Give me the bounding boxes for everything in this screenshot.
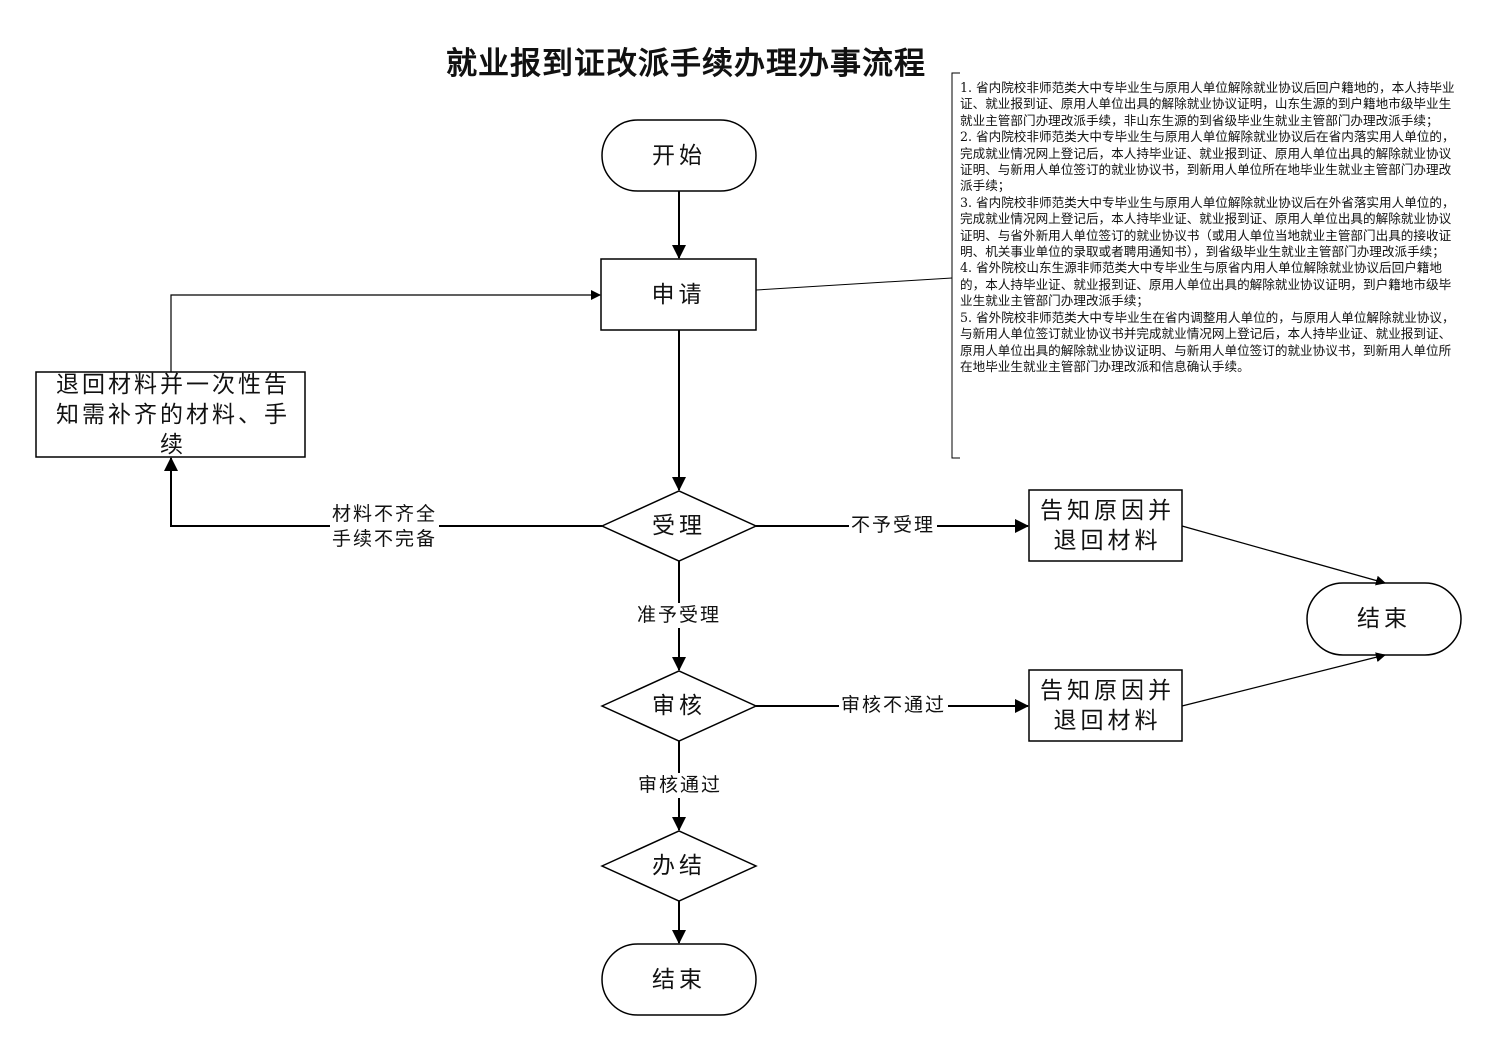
reject-notice-label-2: 告知原因并退回材料 (1040, 677, 1175, 734)
reject-notice-box-1 (1028, 489, 1183, 562)
note-item: 1. 省内院校非师范类大中专毕业生与原用人单位解除就业协议后回户籍地的，本人持毕… (960, 80, 1455, 128)
edge-label-review-passed: 审核通过 (636, 773, 725, 798)
edge-label-not-accepted: 不予受理 (849, 513, 938, 538)
annotation-notes: 1. 省内院校非师范类大中专毕业生与原用人单位解除就业协议后回户籍地的，本人持毕… (960, 80, 1458, 375)
edge-accept-to-return (164, 457, 602, 527)
accept-label: 受理 (652, 513, 706, 539)
annotation-bracket (951, 72, 960, 459)
annotation-leader-line (755, 277, 953, 291)
note-item: 4. 省外院校山东生源非师范类大中专毕业生与原省内用人单位解除就业协议后回户籍地… (960, 260, 1452, 309)
complete-label: 办结 (652, 853, 706, 879)
note-item: 2. 省内院校非师范类大中专毕业生与原用人单位解除就业协议后在省内落实用人单位的… (960, 129, 1455, 194)
complete-decision (600, 830, 758, 902)
start-label: 开始 (652, 142, 706, 169)
edge-label-incomplete-line1: 材料不齐全 (332, 503, 438, 525)
reject-notice-label-1: 告知原因并退回材料 (1040, 497, 1175, 554)
reject-notice-box-2 (1028, 669, 1183, 742)
end-right-label: 结束 (1357, 606, 1411, 632)
edge-reject2-to-end (1181, 652, 1386, 707)
return-materials-label: 退回材料并一次性告知需补齐的材料、手续 (56, 371, 290, 458)
edge-return-to-apply (170, 290, 601, 372)
page-title: 就业报到证改派手续办理办事流程 (446, 46, 926, 82)
edge-label-incomplete-line2: 手续不完备 (332, 528, 438, 550)
apply-process-box (600, 258, 757, 331)
end-terminal-bottom (601, 943, 757, 1016)
end-bottom-label: 结束 (652, 966, 706, 993)
note-item: 5. 省外院校非师范类大中专毕业生在省内调整用人单位的，与原用人单位解除就业协议… (960, 309, 1455, 374)
edge-label-review-failed: 审核不通过 (839, 693, 949, 718)
edge-label-accepted: 准予受理 (635, 603, 724, 628)
edge-label-incomplete: 材料不齐全 手续不完备 (330, 502, 440, 552)
apply-label: 申请 (651, 281, 706, 308)
edge-reject1-to-end (1181, 525, 1386, 586)
review-label: 审核 (652, 693, 706, 719)
note-item: 3. 省内院校非师范类大中专毕业生与原用人单位解除就业协议后在外省落实用人单位的… (960, 194, 1455, 260)
